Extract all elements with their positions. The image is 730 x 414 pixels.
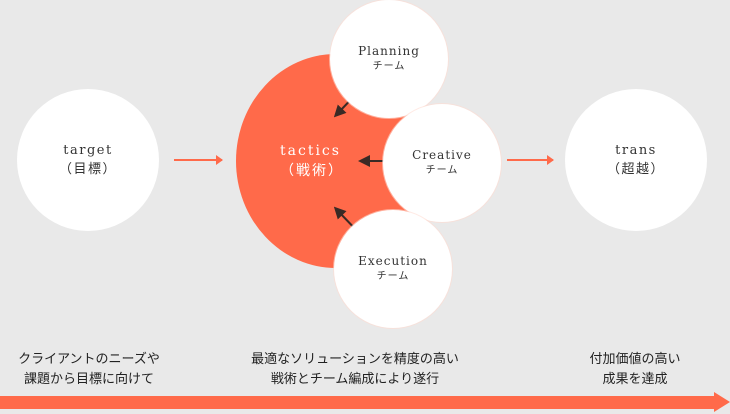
caption-line: 戦術とチーム編成により遂行 [270,372,440,387]
tactics-title: tactics [280,143,341,159]
progress-arrow-head [714,392,730,412]
target-circle: target （目標） [17,89,159,231]
execution-subtitle: チーム [376,271,410,282]
creative-subtitle: チーム [425,165,459,176]
trans-subtitle: （超越） [606,162,665,177]
creative-team-circle: Creative チーム [383,104,501,222]
caption-line: クライアントのニーズや [18,352,160,367]
caption-tactics: 最適なソリューションを精度の高い 戦術とチーム編成により遂行 [240,350,470,390]
execution-title: Execution [358,254,428,268]
caption-trans: 付加価値の高い 成果を達成 [570,350,700,390]
planning-subtitle: チーム [372,61,406,72]
caption-line: 付加価値の高い [589,352,681,367]
caption-line: 成果を達成 [602,372,668,387]
progress-arrow-bar [0,396,716,409]
flow-arrow-1 [174,155,223,165]
planning-title: Planning [358,44,420,58]
planning-team-circle: Planning チーム [330,0,448,118]
creative-title: Creative [412,148,472,162]
execution-team-circle: Execution チーム [334,210,452,328]
caption-target: クライアントのニーズや 課題から目標に向けて [0,350,178,390]
caption-line: 最適なソリューションを精度の高い [251,352,459,367]
target-subtitle: （目標） [58,162,117,177]
flow-arrow-2 [507,155,554,165]
target-title: target [63,143,113,158]
caption-line: 課題から目標に向けて [23,372,154,387]
trans-title: trans [615,143,657,158]
trans-circle: trans （超越） [565,89,707,231]
tactics-subtitle: （戦術） [280,163,344,179]
